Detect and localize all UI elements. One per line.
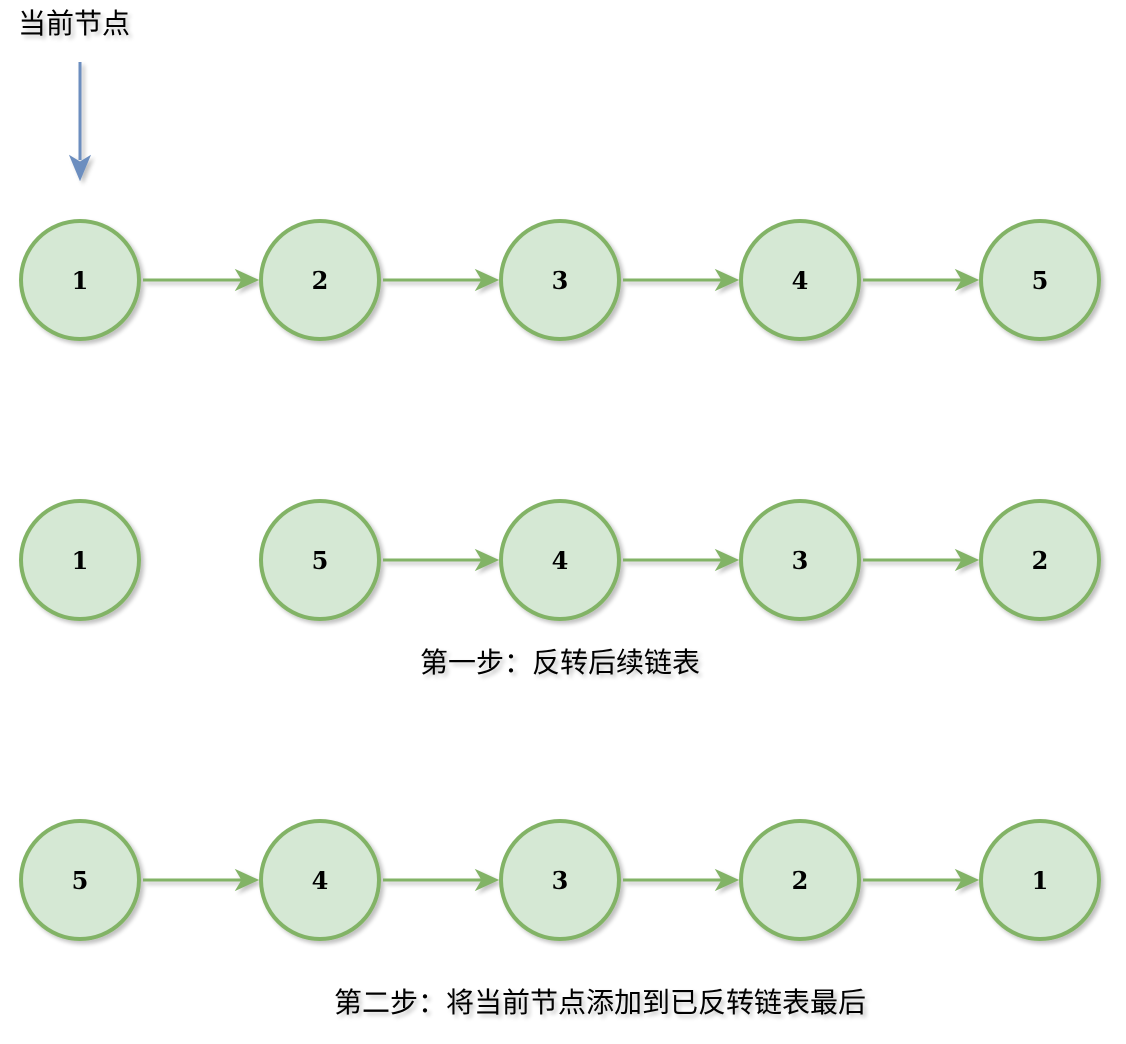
row-2-node-5: 2	[979, 499, 1101, 621]
node-label: 2	[792, 866, 809, 895]
list-rows: 1 2 3 4 5 1 5 4 3 2 第一步：反转后续链表 5 4 3 2 1 第二步：将当前节点添加到已反转…	[19, 219, 1101, 1019]
node-label: 1	[72, 266, 89, 295]
row-2-edge-1	[383, 548, 500, 572]
list-row-3: 5 4 3 2 1	[19, 819, 1101, 941]
node-circle	[979, 819, 1101, 941]
node-circle	[19, 219, 141, 341]
node-label: 3	[552, 266, 569, 295]
row-3-node-1: 5	[19, 819, 141, 941]
row-2-caption: 第一步：反转后续链表	[420, 646, 700, 679]
node-circle	[979, 499, 1101, 621]
node-label: 3	[792, 546, 809, 575]
row-1-node-4: 4	[739, 219, 861, 341]
pointer-label: 当前节点	[18, 7, 130, 40]
node-circle	[739, 219, 861, 341]
edge-arrow-head	[714, 548, 740, 572]
node-circle	[499, 499, 621, 621]
row-2-node-1: 1	[19, 499, 141, 621]
node-circle	[739, 499, 861, 621]
node-label: 1	[1032, 866, 1049, 895]
node-label: 5	[1032, 266, 1049, 295]
row-2-node-2: 5	[259, 499, 381, 621]
list-row-2: 1 5 4 3 2	[19, 499, 1101, 621]
row-3-edge-4	[863, 868, 980, 892]
row-1-edge-4	[863, 268, 980, 292]
node-circle	[19, 819, 141, 941]
row-1-node-3: 3	[499, 219, 621, 341]
row-3-node-2: 4	[259, 819, 381, 941]
edge-arrow-head	[474, 868, 500, 892]
node-circle	[259, 819, 381, 941]
row-2-node-3: 4	[499, 499, 621, 621]
edge-arrow-head	[954, 868, 980, 892]
node-circle	[259, 219, 381, 341]
node-label: 5	[72, 866, 89, 895]
row-1-edge-1	[143, 268, 260, 292]
row-2-edge-3	[863, 548, 980, 572]
node-label: 5	[312, 546, 329, 575]
row-1-edge-3	[623, 268, 740, 292]
row-3-edge-1	[143, 868, 260, 892]
current-node-pointer: 当前节点	[18, 7, 130, 182]
node-label: 1	[72, 546, 89, 575]
node-circle	[259, 499, 381, 621]
node-circle	[19, 499, 141, 621]
node-circle	[979, 219, 1101, 341]
node-label: 4	[552, 546, 569, 575]
row-1-node-1: 1	[19, 219, 141, 341]
row-3-edge-3	[623, 868, 740, 892]
node-label: 4	[792, 266, 809, 295]
node-label: 4	[312, 866, 329, 895]
node-circle	[739, 819, 861, 941]
row-3-edge-2	[383, 868, 500, 892]
row-3-node-3: 3	[499, 819, 621, 941]
edge-arrow-head	[234, 268, 260, 292]
row-1-edge-2	[383, 268, 500, 292]
edge-arrow-head	[714, 268, 740, 292]
node-circle	[499, 819, 621, 941]
row-1-node-2: 2	[259, 219, 381, 341]
edge-arrow-head	[954, 548, 980, 572]
row-2-edge-2	[623, 548, 740, 572]
edge-arrow-head	[474, 268, 500, 292]
node-circle	[499, 219, 621, 341]
node-label: 3	[552, 866, 569, 895]
row-3-node-5: 1	[979, 819, 1101, 941]
list-row-1: 1 2 3 4 5	[19, 219, 1101, 341]
pointer-arrow-head	[68, 154, 92, 182]
edge-arrow-head	[234, 868, 260, 892]
node-label: 2	[312, 266, 329, 295]
edge-arrow-head	[474, 548, 500, 572]
row-3-node-4: 2	[739, 819, 861, 941]
row-3-caption: 第二步：将当前节点添加到已反转链表最后	[334, 986, 866, 1019]
edge-arrow-head	[714, 868, 740, 892]
row-1-node-5: 5	[979, 219, 1101, 341]
edge-arrow-head	[954, 268, 980, 292]
node-label: 2	[1032, 546, 1049, 575]
row-2-node-4: 3	[739, 499, 861, 621]
